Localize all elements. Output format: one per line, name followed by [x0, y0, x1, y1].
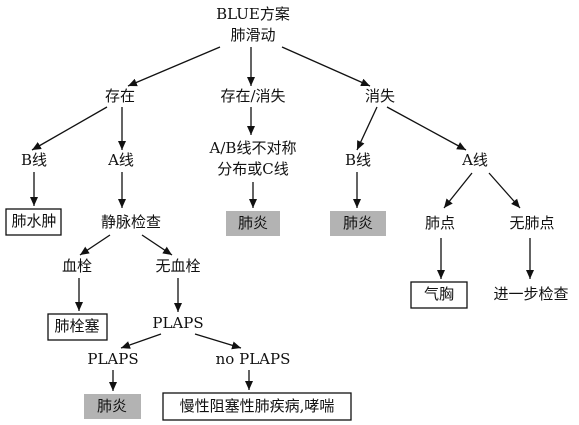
present-label: 存在 — [105, 87, 135, 105]
pneumonia-mid-label: 肺炎 — [238, 214, 268, 232]
venous-exam-label: 静脉检查 — [101, 213, 161, 231]
pulmonary-embolism-label: 肺栓塞 — [54, 317, 99, 335]
plaps-yes-label: PLAPS — [87, 350, 138, 368]
pneumothorax-label: 气胸 — [424, 285, 454, 303]
thrombus-label: 血栓 — [62, 257, 92, 275]
pulmonary-edema-box — [5, 208, 62, 236]
edges — [30, 46, 534, 391]
no-lung-point-label: 无肺点 — [509, 214, 554, 232]
ab-asymmetric-label-line2: 分布或C线 — [217, 160, 288, 178]
a-line-right-label: A线 — [461, 151, 488, 169]
pneumonia-right-box — [330, 211, 386, 236]
ab-asymmetric-label: A/B线不对称 — [209, 139, 297, 157]
pneumonia-mid-box — [226, 211, 280, 236]
pulmonary-edema-label: 肺水肿 — [11, 212, 56, 230]
pulmonary-embolism-box — [47, 313, 108, 341]
pneumothorax-box — [410, 281, 468, 309]
further-exam-label: 进一步检查 — [493, 285, 568, 303]
lung-point-label: 肺点 — [425, 214, 455, 232]
copd-asthma-label: 慢性阻塞性肺疾病,哮喘 — [180, 397, 335, 415]
root-title: BLUE方案 — [216, 5, 290, 23]
plaps-label: PLAPS — [152, 314, 203, 332]
b-line-left-label: B线 — [21, 151, 47, 169]
pneumonia-bottom-label: 肺炎 — [97, 397, 127, 415]
a-line-left-label: A线 — [107, 151, 134, 169]
pneumonia-right-label: 肺炎 — [343, 214, 373, 232]
copd-asthma-box — [162, 392, 352, 421]
pneumonia-bottom-box — [84, 394, 141, 419]
lung-sliding-label: 肺滑动 — [230, 26, 275, 44]
absent-label: 消失 — [365, 87, 395, 105]
no-thrombus-label: 无血栓 — [155, 257, 200, 275]
b-line-right-label: B线 — [345, 151, 371, 169]
present-absent-label: 存在/消失 — [220, 87, 285, 105]
no-plaps-label: no PLAPS — [216, 350, 291, 368]
